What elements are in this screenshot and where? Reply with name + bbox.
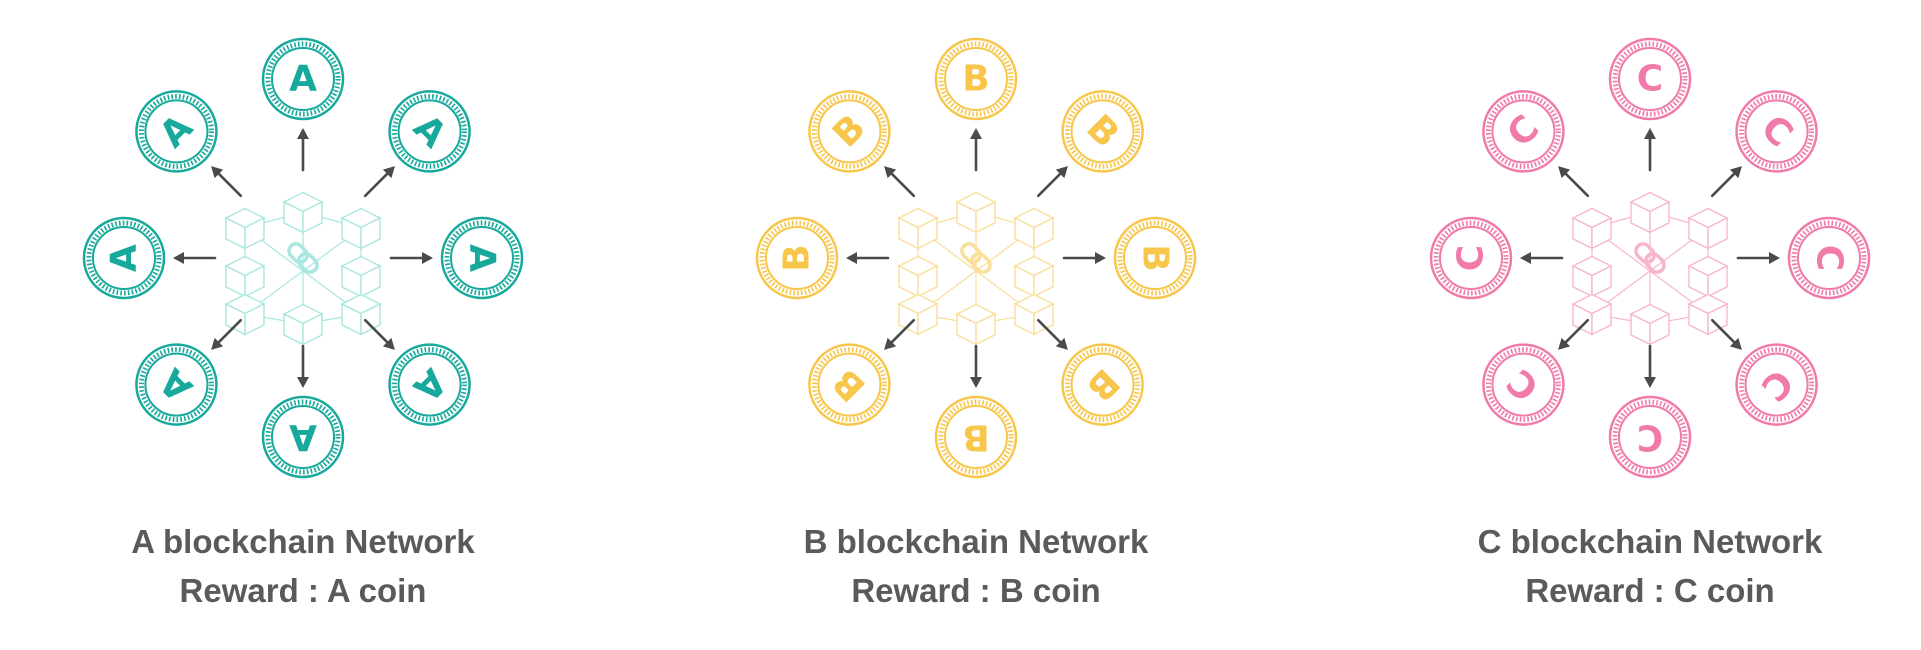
coin-icon-a: A: [135, 90, 218, 173]
coin-icon-b: B: [808, 343, 891, 426]
arrow-icon: [173, 252, 217, 264]
network-reward: Reward : B coin: [851, 572, 1100, 609]
coin-letter: C: [1809, 245, 1850, 271]
coin-icon-b: B: [755, 216, 839, 300]
arrow-icon: [363, 166, 395, 198]
coin-letter: A: [289, 417, 317, 458]
coin-letter: A: [289, 59, 317, 100]
network-title: C blockchain Network: [1478, 523, 1823, 560]
coin-letter: B: [962, 59, 989, 100]
arrow-icon: [1062, 252, 1106, 264]
arrow-icon: [1558, 318, 1590, 350]
network-reward: Reward : A coin: [180, 572, 427, 609]
coin-icon-a: A: [82, 216, 166, 300]
arrow-icon: [884, 166, 916, 198]
arrow-icon: [884, 318, 916, 350]
arrow-icon: [970, 344, 982, 388]
coin-icon-c: C: [1482, 90, 1565, 173]
coin-icon-c: C: [1608, 37, 1692, 121]
coin-icon-c: C: [1429, 216, 1513, 300]
arrow-icon: [846, 252, 890, 264]
arrow-icon: [363, 318, 395, 350]
arrow-icon: [1710, 166, 1742, 198]
arrow-icon: [1036, 166, 1068, 198]
arrow-icon: [1558, 166, 1590, 198]
coin-icon-b: B: [1061, 90, 1144, 173]
network-reward: Reward : C coin: [1525, 572, 1774, 609]
coin-icon-c: C: [1735, 343, 1818, 426]
coin-icon-b: B: [1113, 216, 1197, 300]
coin-icon-b: B: [1061, 343, 1144, 426]
coin-letter: A: [104, 244, 145, 272]
coin-icon-c: C: [1608, 395, 1692, 479]
coin-icon-a: A: [135, 343, 218, 426]
chain-link-icon: [1634, 242, 1666, 274]
blockchain-network-icon: [1571, 191, 1729, 346]
coin-icon-c: C: [1735, 90, 1818, 173]
coin-icon-a: A: [388, 90, 471, 173]
arrow-icon: [970, 128, 982, 172]
arrow-icon: [1520, 252, 1564, 264]
coin-icon-c: C: [1482, 343, 1565, 426]
coin-icon-b: B: [934, 395, 1018, 479]
coin-letter: B: [777, 244, 818, 271]
coin-letter: B: [962, 417, 989, 458]
network-title: B blockchain Network: [804, 523, 1149, 560]
arrow-icon: [1710, 318, 1742, 350]
blockchain-network-icon: [224, 191, 382, 346]
arrow-icon: [389, 252, 433, 264]
coin-icon-a: A: [261, 37, 345, 121]
arrow-icon: [211, 318, 243, 350]
coin-icon-a: A: [440, 216, 524, 300]
network-title: A blockchain Network: [131, 523, 475, 560]
arrow-icon: [1644, 128, 1656, 172]
coin-icon-a: A: [261, 395, 345, 479]
coin-icon-c: C: [1787, 216, 1871, 300]
arrow-icon: [1736, 252, 1780, 264]
chain-link-icon: [960, 242, 992, 274]
arrow-icon: [1036, 318, 1068, 350]
arrow-icon: [211, 166, 243, 198]
coin-letter: C: [1451, 245, 1492, 271]
arrow-icon: [297, 128, 309, 172]
coin-icon-a: A: [388, 343, 471, 426]
coin-letter: B: [1135, 244, 1176, 271]
coin-icon-b: B: [808, 90, 891, 173]
coin-letter: C: [1637, 59, 1663, 100]
coin-letter: C: [1637, 417, 1663, 458]
arrow-icon: [297, 344, 309, 388]
coin-icon-b: B: [934, 37, 1018, 121]
coin-letter: A: [462, 244, 503, 272]
blockchain-network-icon: [897, 191, 1055, 346]
arrow-icon: [1644, 344, 1656, 388]
